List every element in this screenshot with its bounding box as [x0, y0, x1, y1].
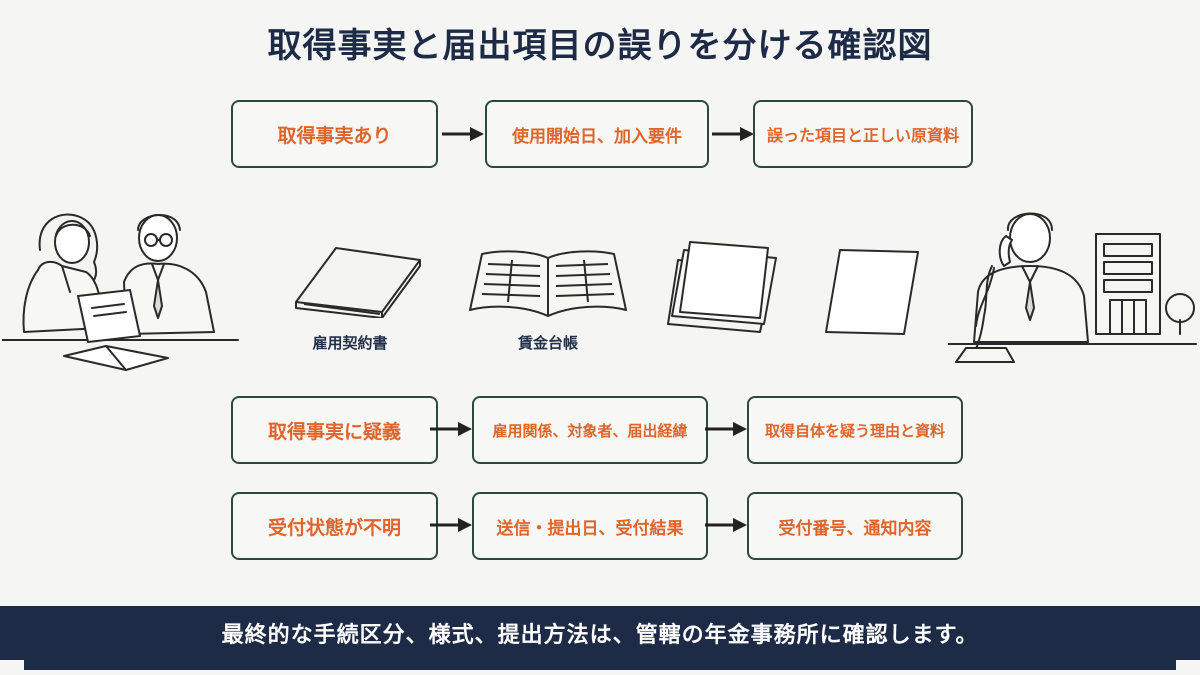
paper-stack-icon	[667, 241, 777, 333]
row2-cause-label: 取得事実に疑義	[267, 420, 401, 443]
row3-result-label: 受付番号、通知内容	[778, 518, 932, 539]
row3-result-box: 受付番号、通知内容	[747, 492, 963, 560]
closed-book-icon	[295, 247, 421, 318]
open-ledger-icon	[469, 250, 627, 317]
row3-arrow1-icon	[430, 518, 472, 532]
row3-check-label: 送信・提出日、受付結果	[496, 518, 684, 539]
row1-arrow2-icon	[712, 127, 754, 141]
wage-ledger-label: 賃金台帳	[517, 334, 578, 352]
row2-arrow1-icon	[430, 422, 472, 436]
phone-call-illustration	[948, 212, 1197, 363]
row2-cause-box: 取得事実に疑義	[231, 396, 438, 464]
row2-check-label: 雇用関係、対象者、届出経緯	[492, 421, 688, 440]
row1-result-label: 誤った項目と正しい原資料	[766, 126, 959, 145]
row1-cause-label: 取得事実あり	[277, 124, 392, 147]
row2-check-box: 雇用関係、対象者、届出経緯	[472, 396, 708, 464]
row1-result-box: 誤った項目と正しい原資料	[753, 100, 973, 168]
row3-cause-label: 受付状態が不明	[267, 516, 401, 539]
row2-arrow2-icon	[705, 422, 747, 436]
row1-cause-box: 取得事実あり	[231, 100, 438, 168]
row2-result-label: 取得自体を疑う理由と資料	[764, 421, 945, 440]
footer-banner: 最終的な手続区分、様式、提出方法は、管轄の年金事務所に確認します。	[0, 606, 1200, 660]
page-title: 取得事実と届出項目の誤りを分ける確認図	[267, 26, 933, 66]
row3-cause-box: 受付状態が不明	[231, 492, 438, 560]
row3-check-box: 送信・提出日、受付結果	[472, 492, 708, 560]
row2-result-box: 取得自体を疑う理由と資料	[747, 396, 963, 464]
consultation-illustration	[2, 213, 239, 371]
row3-arrow2-icon	[705, 518, 747, 532]
footer-banner-shadow	[24, 660, 1176, 670]
footer-text: 最終的な手続区分、様式、提出方法は、管轄の年金事務所に確認します。	[221, 623, 979, 648]
row1-arrow1-icon	[442, 127, 484, 141]
employment-contract-label: 雇用契約書	[312, 334, 388, 352]
single-sheet-icon	[825, 249, 919, 335]
row1-check-box: 使用開始日、加入要件	[485, 100, 709, 168]
row1-check-label: 使用開始日、加入要件	[512, 126, 682, 147]
